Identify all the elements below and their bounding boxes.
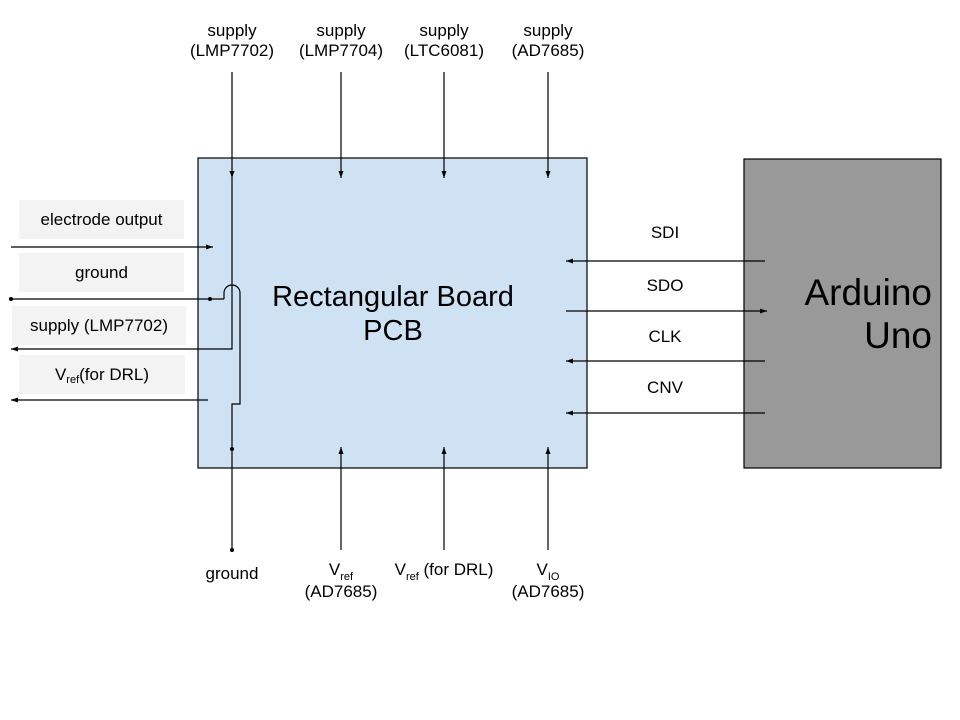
ground-dot-board — [208, 297, 212, 301]
pcb-title: Rectangular Board PCB — [198, 280, 588, 348]
arduino-title-line1: Arduino — [804, 272, 932, 313]
label-subscript: ref — [405, 571, 419, 583]
bottom-label-ground: ground — [205, 564, 259, 583]
label-line: (AD7685) — [511, 582, 585, 601]
label-line: supply — [316, 21, 366, 40]
label-subscript: IO — [547, 571, 560, 583]
ground-dot-left — [9, 297, 13, 301]
label-main: V — [54, 364, 67, 384]
top-label-ltc6081: supply (LTC6081) — [394, 21, 494, 61]
label-line: supply — [207, 21, 257, 40]
spi-label-cnv: CNV — [647, 378, 683, 397]
bottom-label-vio-ad7685: VIO (AD7685) — [498, 560, 598, 602]
label-line: (AD7685) — [511, 41, 585, 60]
label-subscript: ref — [340, 571, 354, 583]
label-line: supply — [523, 21, 573, 40]
arduino-block[interactable] — [743, 158, 942, 469]
label-main: V — [328, 560, 341, 579]
left-label-electrode-output: electrode output — [19, 200, 184, 239]
pcb-title-line1: Rectangular Board — [272, 281, 514, 313]
label-subscript: ref — [66, 373, 80, 386]
label-main: V — [394, 560, 406, 579]
spi-label-sdi: SDI — [650, 223, 680, 242]
top-label-lmp7704: supply (LMP7704) — [291, 21, 391, 61]
label-line: Vref — [291, 560, 391, 583]
label-rest: (for DRL) — [418, 560, 494, 579]
bottom-label-vref-drl: Vref (for DRL) — [384, 560, 504, 583]
label-main: V — [536, 560, 548, 579]
ground-dot-bottom — [230, 548, 234, 552]
label-line: (AD7685) — [304, 582, 378, 601]
label-line: (LMP7704) — [298, 41, 384, 60]
label-line: (LMP7702) — [189, 41, 275, 60]
label-line: (LTC6081) — [404, 41, 484, 60]
left-label-ground: ground — [19, 253, 184, 292]
left-label-supply-lmp7702: supply (LMP7702) — [12, 306, 186, 345]
arduino-title-line2: Uno — [864, 315, 932, 356]
label-line: supply — [419, 21, 469, 40]
pcb-block[interactable] — [197, 157, 588, 469]
spi-label-clk: CLK — [648, 327, 682, 346]
spi-label-sdo: SDO — [646, 276, 684, 295]
arduino-title: Arduino Uno — [744, 271, 932, 357]
wire-supply-lmp7702-route — [208, 178, 233, 350]
ground-dot-bottom-board — [230, 447, 234, 451]
label-line: VIO — [498, 560, 598, 583]
bottom-label-vref-ad7685: Vref (AD7685) — [291, 560, 391, 602]
top-label-ad7685: supply (AD7685) — [498, 21, 598, 61]
wire-ground-jump — [223, 284, 241, 550]
pcb-title-line2: PCB — [363, 315, 423, 347]
label-rest: (for DRL) — [79, 364, 150, 384]
top-label-lmp7702: supply (LMP7702) — [182, 21, 282, 61]
